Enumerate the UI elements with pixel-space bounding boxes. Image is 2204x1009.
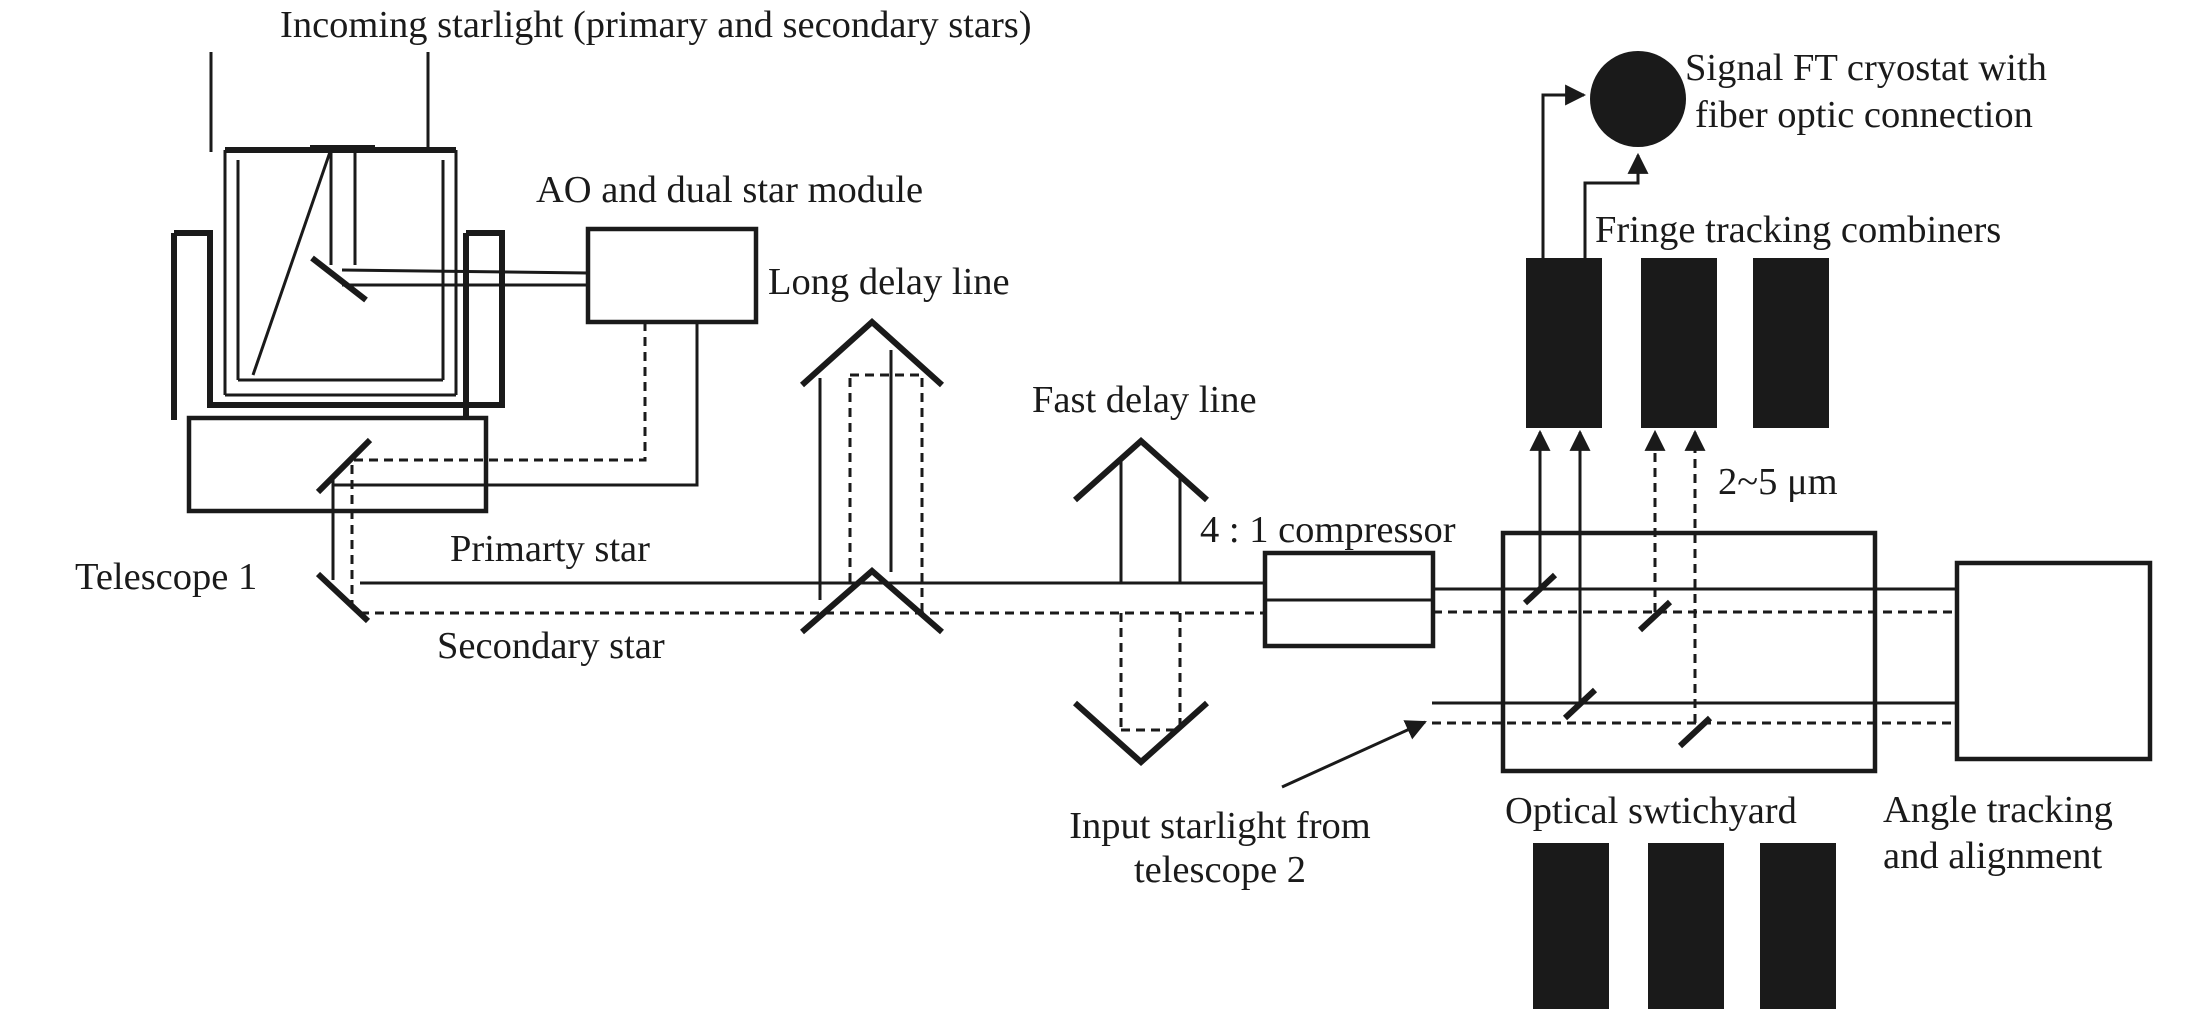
switchyard-label: Optical swtichyard xyxy=(1505,790,1797,832)
fast-delay-label: Fast delay line xyxy=(1032,379,1257,421)
angle-tracking-label-2: and alignment xyxy=(1883,835,2102,877)
ao-module-label: AO and dual star module xyxy=(536,169,923,211)
long-delay-line xyxy=(799,317,945,635)
angle-tracking-box xyxy=(1954,560,2153,762)
input-label-2: telescope 2 xyxy=(1134,849,1306,891)
secondary-star-label: Secondary star xyxy=(437,625,665,667)
fringe-tracking-combiners xyxy=(1526,84,1829,428)
compressor xyxy=(1262,550,1436,649)
primary-star-label: Primarty star xyxy=(450,528,650,570)
telescope-1 xyxy=(171,52,589,624)
bottom-blocks xyxy=(1533,843,1836,1009)
telescope1-label: Telescope 1 xyxy=(75,556,257,598)
signal-ft-label-1: Signal FT cryostat with xyxy=(1685,47,2047,89)
incoming-label: Incoming starlight (primary and secondar… xyxy=(280,4,1032,46)
coude-box xyxy=(186,415,489,514)
fast-delay-line xyxy=(1073,436,1209,767)
long-delay-label: Long delay line xyxy=(768,261,1010,303)
signal-ft-label-2: fiber optic connection xyxy=(1695,94,2033,136)
signal-ft-cryostat xyxy=(1590,51,1686,147)
compressor-label: 4 : 1 compressor xyxy=(1200,509,1456,551)
fringe-label: Fringe tracking combiners xyxy=(1595,209,2001,251)
optical-switchyard xyxy=(1500,429,1878,774)
angle-tracking-label-1: Angle tracking xyxy=(1883,789,2113,831)
input-starlight-arrow xyxy=(1281,720,1427,789)
wavelength-label: 2~5 μm xyxy=(1718,461,1838,503)
input-label-1: Input starlight from xyxy=(1069,805,1371,847)
ao-dual-star-module xyxy=(333,226,759,487)
